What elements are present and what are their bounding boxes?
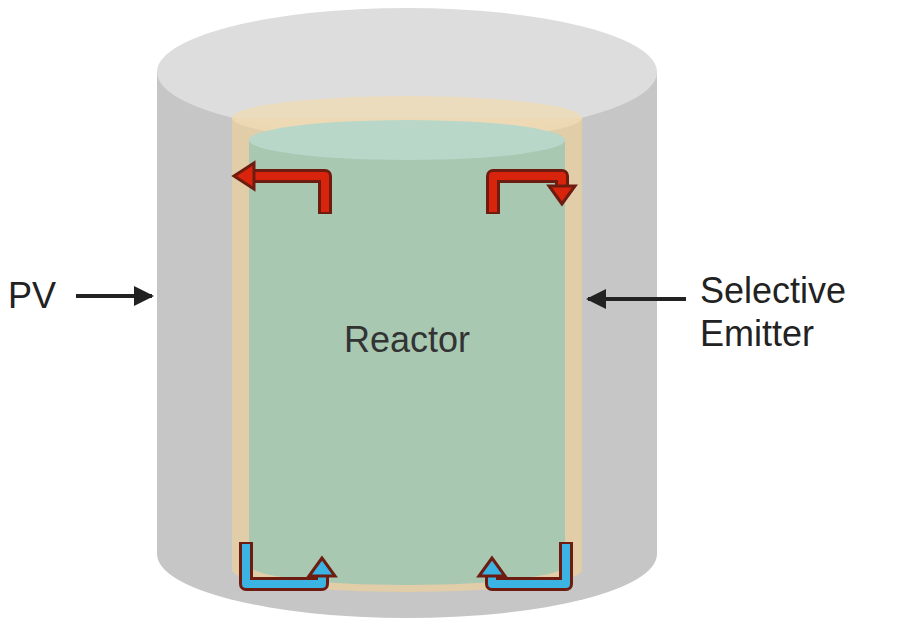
hot-flow-arrows: [234, 163, 575, 214]
emitter-label: Selective Emitter: [700, 269, 890, 355]
pv-leader: [76, 294, 152, 298]
emitter-leader: [588, 297, 686, 301]
node-label: Reactor: [344, 319, 470, 361]
reactor-cylinder: [249, 140, 565, 585]
pv-cylinder: [157, 72, 657, 618]
reactor-top: [249, 120, 565, 160]
emitter-cylinder: [232, 118, 582, 592]
reactor-body: Reactor: [338, 315, 476, 365]
pv-label: PV: [8, 274, 56, 317]
cold-flow-arrows: [246, 542, 566, 584]
